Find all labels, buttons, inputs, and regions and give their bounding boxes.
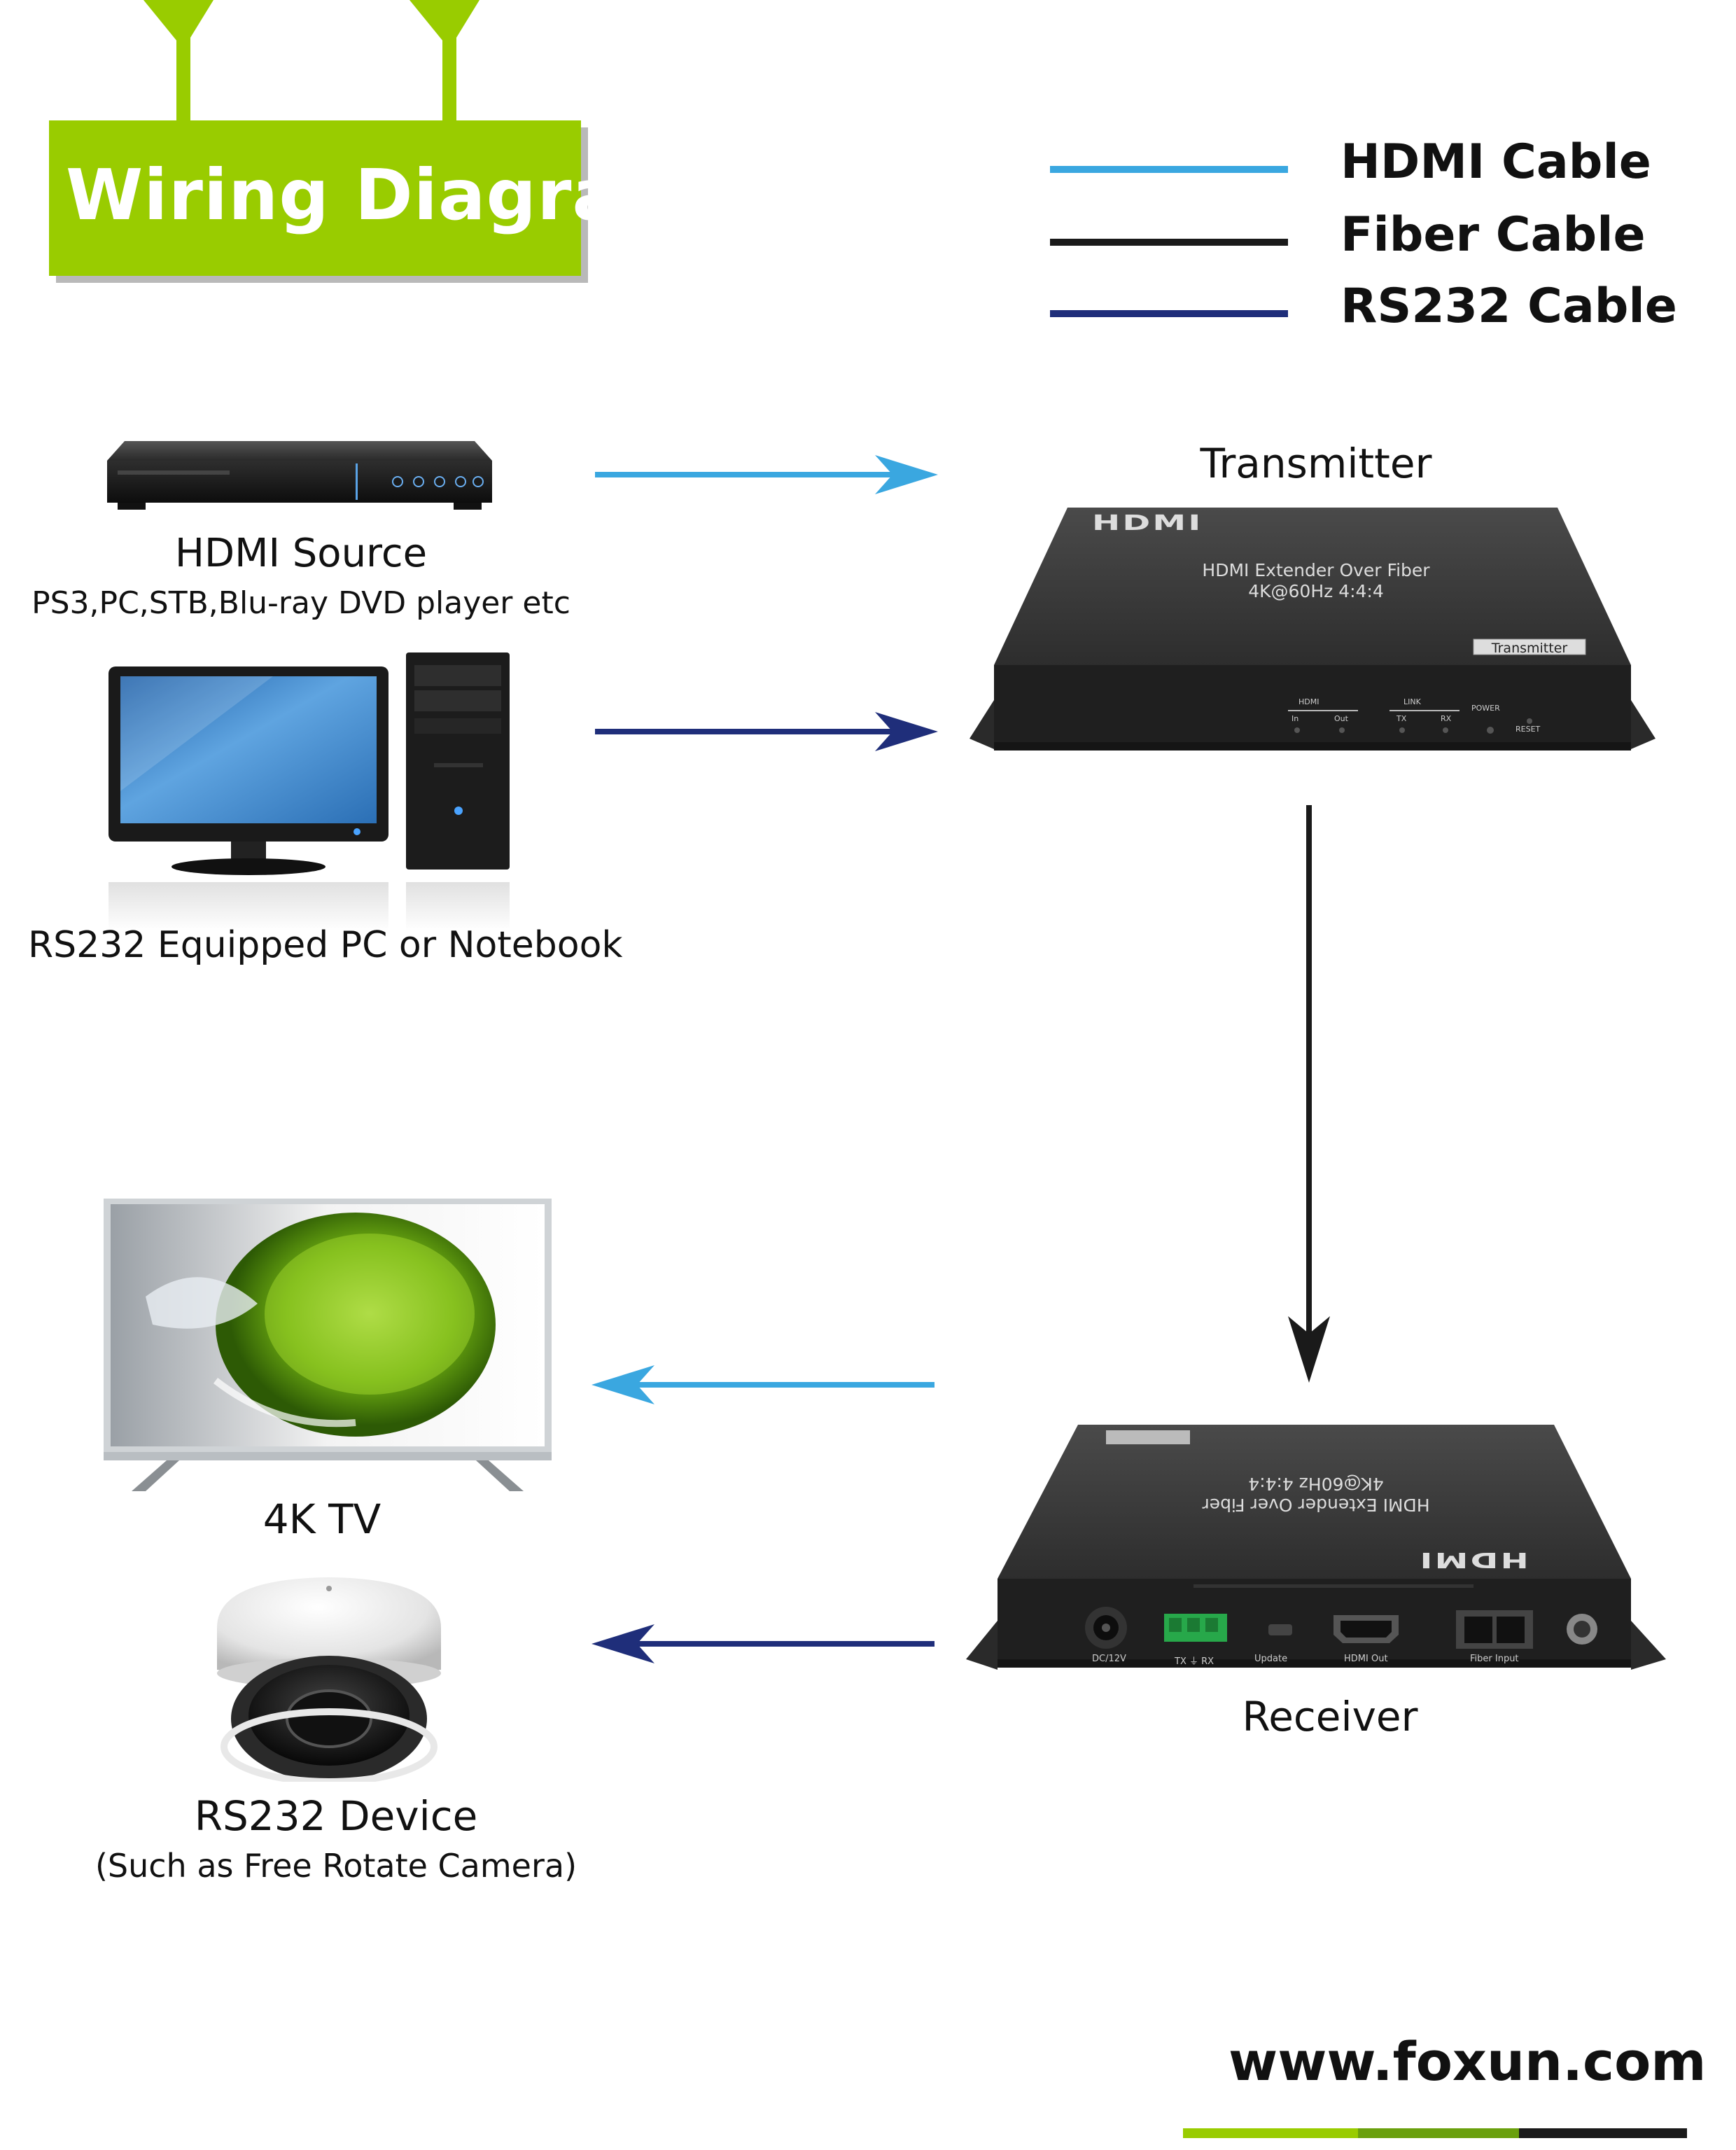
rs232-device-title: RS232 Device (194, 1792, 478, 1840)
footer-bar-dark (1519, 2128, 1687, 2138)
hanger-decoration (144, 0, 479, 49)
transmitter-title: Transmitter (1200, 440, 1432, 487)
footer-bar-green (1358, 2128, 1519, 2138)
hdmi-cable-arrow-in (595, 455, 938, 494)
transmitter-badge: Transmitter (1491, 641, 1568, 656)
rs232-cable-arrow-out (592, 1624, 934, 1663)
transmitter-port-out: Out (1334, 714, 1348, 723)
legend-line-rs232 (1050, 310, 1288, 317)
legend-line-fiber (1050, 239, 1288, 246)
receiver-title: Receiver (1242, 1693, 1418, 1740)
receiver-port-txrx: TX ⏚ RX (1175, 1656, 1214, 1667)
website-link[interactable]: www.foxun.com (1228, 2030, 1707, 2093)
legend-label-hdmi: HDMI Cable (1340, 134, 1651, 190)
transmitter-port-power: POWER (1471, 704, 1500, 713)
transmitter-port-reset: RESET (1516, 725, 1541, 734)
hdmi-source-subtitle: PS3,PC,STB,Blu-ray DVD player etc (31, 585, 570, 621)
hdmi-cable-arrow-out (592, 1365, 934, 1404)
transmitter-port-hdmi: HDMI (1298, 697, 1320, 706)
transmitter-port-in: In (1292, 714, 1299, 723)
receiver-port-fiber: Fiber Input (1470, 1654, 1519, 1664)
rs232-cable-arrow-in (595, 712, 938, 751)
receiver-port-update: Update (1254, 1654, 1288, 1664)
bluray-player-icon (107, 441, 492, 510)
transmitter-brand: HDMI (1092, 511, 1203, 536)
fiber-cable-arrow (1288, 805, 1330, 1383)
receiver-brand: HDMI (1418, 1547, 1529, 1572)
desktop-pc-icon (108, 652, 510, 931)
dome-camera-icon (217, 1577, 441, 1782)
transmitter-model-line1: HDMI Extender Over Fiber (1202, 560, 1430, 580)
transmitter-port-rx: RX (1441, 714, 1452, 723)
receiver-port-hdmiout: HDMI Out (1344, 1654, 1388, 1664)
title-banner: Wiring Diagram (49, 120, 693, 276)
transmitter-port-link: LINK (1404, 697, 1421, 706)
legend-line-hdmi (1050, 166, 1288, 173)
rs232-pc-title: RS232 Equipped PC or Notebook (28, 924, 623, 966)
legend-label-fiber: Fiber Cable (1340, 207, 1646, 263)
transmitter-port-tx: TX (1396, 714, 1407, 723)
footer-bar-green-left (1183, 2128, 1358, 2138)
transmitter-device (969, 508, 1656, 751)
receiver-model-line1: HDMI Extender Over Fiber (1202, 1495, 1430, 1515)
page-title: Wiring Diagram (66, 154, 694, 236)
receiver-model-line2: 4K@60Hz 4:4:4 (1248, 1474, 1384, 1494)
receiver-device (966, 1425, 1666, 1670)
legend-label-rs232: RS232 Cable (1340, 279, 1677, 334)
tv-title: 4K TV (262, 1495, 382, 1543)
rs232-device-subtitle: (Such as Free Rotate Camera) (94, 1847, 578, 1885)
receiver-port-dc: DC/12V (1092, 1654, 1126, 1664)
transmitter-model-line2: 4K@60Hz 4:4:4 (1248, 581, 1384, 601)
hdmi-source-title: HDMI Source (174, 531, 428, 576)
tv-icon (104, 1199, 552, 1491)
